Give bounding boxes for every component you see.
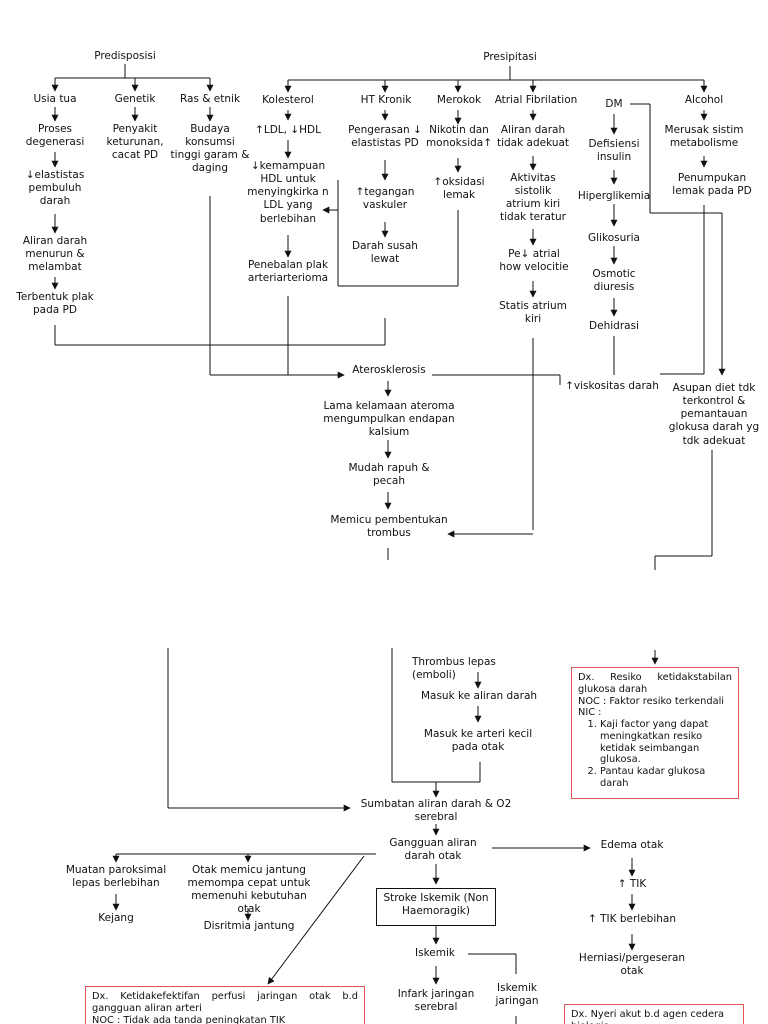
node-otak-memicu: Otak memicu jantung memompa cepat untuk … bbox=[187, 864, 311, 916]
dx-perfusi-noc: NOC : Tidak ada tanda peningkatan TIK bbox=[92, 1014, 286, 1024]
node-penebalan-plak: Penebalan plak arteriarterioma bbox=[247, 259, 329, 285]
dx-glukosa-noc: NOC : Faktor resiko terkendali bbox=[578, 695, 725, 707]
dx-glukosa-nic-item: Pantau kadar glukosa darah bbox=[600, 766, 732, 790]
node-lama-kelamaan: Lama kelamaan ateroma mengumpulkan endap… bbox=[323, 400, 455, 439]
node-oksidasi-lemak: ↑oksidasi lemak bbox=[433, 176, 485, 202]
node-tik-berlebihan: ↑ TIK berlebihan bbox=[587, 913, 676, 925]
node-iskemik-jaringan: Iskemik jaringan bbox=[495, 982, 539, 1008]
node-aterosklerosis: Aterosklerosis bbox=[352, 364, 426, 376]
node-dm: DM bbox=[605, 98, 623, 110]
node-asupan-diet: Asupan diet tdk terkontrol & pemantauan … bbox=[668, 382, 760, 447]
node-tik: ↑ TIK bbox=[617, 878, 647, 890]
dx-glukosa-nic-item: Kaji factor yang dapat meningkatkan resi… bbox=[600, 719, 732, 766]
node-glikosuria: Glikosuria bbox=[588, 232, 640, 244]
node-masuk-aliran: Masuk ke aliran darah bbox=[420, 690, 538, 702]
node-osmotic-diuresis: Osmotic diuresis bbox=[592, 268, 636, 294]
node-tegangan-vaskuler: ↑tegangan vaskuler bbox=[355, 186, 415, 212]
node-elastistas-pembuluh: ↓elastistas pembuluh darah bbox=[25, 169, 85, 208]
node-penyakit-keturunan: Penyakit keturunan, cacat PD bbox=[106, 123, 164, 162]
node-edema-otak: Edema otak bbox=[600, 839, 664, 851]
node-merusak-sistim: Merusak sistim metabolisme bbox=[664, 124, 744, 150]
node-kemampuan-hdl: ↓kemampuan HDL untuk menyingkirka n LDL … bbox=[247, 160, 329, 225]
dx-perfusi-title: Dx. Ketidakefektifan perfusi jaringan ot… bbox=[92, 991, 358, 1014]
node-mudah-rapuh: Mudah rapuh & pecah bbox=[348, 462, 430, 488]
node-gangguan-aliran: Gangguan aliran darah otak bbox=[389, 837, 477, 863]
node-muatan-paroksimal: Muatan paroksimal lepas berlebihan bbox=[65, 864, 167, 890]
node-kolesterol: Kolesterol bbox=[262, 94, 314, 106]
node-usia-tua: Usia tua bbox=[33, 93, 77, 105]
node-proses-degenerasi: Proses degenerasi bbox=[25, 123, 85, 149]
node-viskositas: ↑viskositas darah bbox=[565, 380, 659, 392]
dx-glukosa-title: Dx. Resiko ketidakstabilan glukosa darah bbox=[578, 672, 732, 695]
predisposisi-heading: Predisposisi bbox=[94, 50, 156, 62]
node-ras-etnik: Ras & etnik bbox=[179, 93, 241, 105]
node-dehidrasi: Dehidrasi bbox=[589, 320, 639, 332]
node-infark: Infark jaringan serebral bbox=[397, 988, 475, 1014]
node-nikotin: Nikotin dan monoksida↑ bbox=[425, 124, 493, 150]
node-masuk-arteri: Masuk ke arteri kecil pada otak bbox=[423, 728, 533, 754]
dx-glukosa-nic-label: NIC : bbox=[578, 707, 602, 719]
node-aktivitas-sistolik: Aktivitas sistolik atrium kiri tidak ter… bbox=[500, 172, 566, 224]
node-herniasi: Herniasi/pergeseran otak bbox=[578, 952, 686, 978]
node-pe-atrial: Pe↓ atrial how velocitie bbox=[499, 248, 569, 274]
node-ht-kronik: HT Kronik bbox=[360, 94, 412, 106]
node-pengerasan: Pengerasan ↓ elastistas PD bbox=[348, 124, 422, 150]
dx-nyeri-title: Dx. Nyeri akut b.d agen cedera biologis bbox=[571, 1009, 725, 1024]
node-thrombus-lepas: Thrombus lepas (emboli) bbox=[412, 656, 496, 682]
dx-box-perfusi: Dx. Ketidakefektifan perfusi jaringan ot… bbox=[85, 986, 365, 1024]
node-aliran-tidak-adekuat: Aliran darah tidak adekuat bbox=[496, 124, 570, 150]
dx-glukosa-nic-list: Kaji factor yang dapat meningkatkan resi… bbox=[578, 719, 732, 790]
node-memicu-trombus: Memicu pembentukan trombus bbox=[330, 514, 448, 540]
node-stroke-iskemik: Stroke Iskemik (Non Haemoragik) bbox=[376, 888, 496, 926]
node-budaya-konsumsi: Budaya konsumsi tinggi garam & daging bbox=[170, 123, 250, 175]
presipitasi-heading: Presipitasi bbox=[483, 51, 537, 63]
dx-box-glukosa: Dx. Resiko ketidakstabilan glukosa darah… bbox=[571, 667, 739, 799]
node-iskemik: Iskemik bbox=[415, 947, 455, 959]
node-ldl-hdl: ↑LDL, ↓HDL bbox=[255, 124, 321, 136]
node-alcohol: Alcohol berlebihan bbox=[676, 94, 732, 108]
node-hiperglikemia: Hiperglikemia bbox=[577, 190, 651, 202]
dx-box-nyeri: Dx. Nyeri akut b.d agen cedera biologis bbox=[564, 1004, 744, 1024]
node-statis-atrium: Statis atrium kiri bbox=[499, 300, 567, 326]
node-terbentuk-plak: Terbentuk plak pada PD bbox=[16, 291, 94, 317]
node-kejang: Kejang bbox=[98, 912, 134, 924]
node-darah-susah-lewat: Darah susah lewat bbox=[352, 240, 418, 266]
node-atrial-fibrilation: Atrial Fibrilation bbox=[494, 94, 578, 106]
node-disritmia: Disritmia jantung bbox=[203, 920, 295, 932]
node-merokok: Merokok bbox=[436, 94, 482, 106]
node-genetik: Genetik bbox=[114, 93, 156, 105]
node-penumpukan-lemak: Penumpukan lemak pada PD bbox=[672, 172, 752, 198]
node-aliran-menurun: Aliran darah menurun & melambat bbox=[22, 235, 88, 274]
node-defisiensi-insulin: Defisiensi insulin bbox=[588, 138, 640, 164]
node-sumbatan: Sumbatan aliran darah & O2 serebral bbox=[360, 798, 512, 824]
